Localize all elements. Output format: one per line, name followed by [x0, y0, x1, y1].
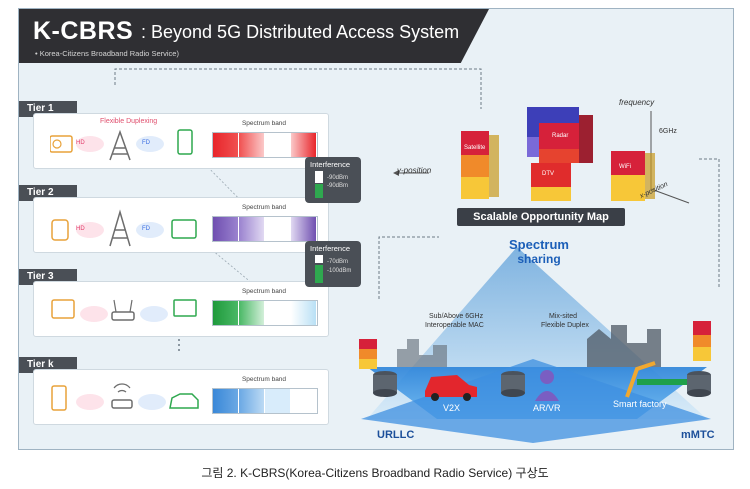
map-radar-label: Radar — [552, 133, 569, 139]
title-main: K-CBRS — [33, 17, 134, 45]
radar-block — [539, 123, 579, 149]
fd-label: FD — [142, 140, 150, 146]
spectrum-sharing-scene — [359, 247, 711, 443]
tier-3-spectrum-bar — [212, 300, 318, 326]
interference-value-2: -90dBm — [327, 183, 349, 189]
tier-2-band-1 — [213, 217, 239, 241]
mac-line1: Sub/Above 6GHz — [429, 313, 484, 320]
tier-3-box: Spectrum band — [33, 281, 329, 337]
tier-2-band-2 — [239, 217, 265, 241]
interference-value-1: -70dBm — [327, 259, 349, 265]
tier-k-band-3 — [265, 389, 291, 413]
interference-bar-top — [315, 255, 323, 263]
sharing-title-line1: Spectrum — [509, 237, 569, 252]
dtv-block — [531, 163, 571, 187]
mmtc-label: mMTC — [681, 429, 715, 441]
map-wifi-label: WiFi — [619, 164, 631, 170]
interference-value-2: -100dBm — [327, 268, 352, 274]
fd-label: FD — [142, 226, 150, 232]
mac-line2: Interoperable MAC — [425, 322, 484, 329]
figure-caption: 그림 2. K-CBRS(Korea-Citizens Broadband Ra… — [201, 466, 549, 480]
diagram-frame: K-CBRS : Beyond 5G Distributed Access Sy… — [18, 8, 734, 450]
tier-k-band-4 — [291, 389, 317, 413]
interference-box-1: Interference -90dBm -90dBm — [305, 157, 361, 203]
map-satellite-label: Satellite — [464, 145, 486, 151]
interference-bar-top — [315, 171, 323, 183]
tier-2-band-4 — [291, 217, 317, 241]
tier-1-band-2 — [239, 133, 265, 157]
v2x-car-icon — [425, 375, 477, 397]
smart-factory-label: Smart factory — [613, 399, 667, 409]
opportunity-map — [393, 107, 690, 204]
hd-label: HD — [76, 140, 85, 146]
tier-2-band-3 — [265, 217, 291, 241]
map-frequency-axis: frequency — [619, 98, 655, 107]
sharing-title-line2: sharing — [517, 252, 561, 266]
interference-bar-bottom — [315, 265, 323, 283]
tier-1-band-3 — [265, 133, 291, 157]
tier-1-box: Flexible Duplexing HD FD Spectrum band — [33, 113, 329, 169]
wifi-block — [611, 151, 645, 175]
flexible-duplexing-label: Flexible Duplexing — [100, 118, 158, 125]
title-rest: : Beyond 5G Distributed Access System — [141, 22, 460, 42]
tier-3-band-4 — [291, 301, 317, 325]
arvr-label: AR/VR — [533, 403, 561, 413]
map-y-axis: y-position — [397, 166, 432, 175]
map-dtv-label: DTV — [542, 171, 554, 177]
robot-arm-icon — [625, 361, 656, 398]
map-ghz-label: 6GHz — [659, 128, 677, 135]
interference-value-1: -90dBm — [327, 175, 349, 181]
title-banner: K-CBRS : Beyond 5G Distributed Access Sy… — [19, 9, 489, 63]
title-sub: • Korea-Citizens Broadband Radio Service… — [35, 49, 179, 58]
hd-label: HD — [76, 226, 85, 232]
opportunity-map-label: Scalable Opportunity Map — [457, 208, 625, 226]
tier-2-spectrum-label: Spectrum band — [241, 204, 287, 211]
tier-3-band-2 — [239, 301, 265, 325]
tier-k-spectrum-bar — [212, 388, 318, 414]
interference-title: Interference — [310, 244, 351, 253]
satellite-block — [461, 131, 489, 155]
duplex-line1: Mix-sited — [549, 313, 578, 320]
arvr-person-icon — [540, 370, 554, 384]
tablet-icon — [177, 129, 193, 155]
tier-2-box: HD FD Spectrum band — [33, 197, 329, 253]
tier-k-band-2 — [239, 389, 265, 413]
tier-k-box: Spectrum band — [33, 369, 329, 425]
tier-3-devices — [51, 299, 197, 322]
tier-2-spectrum-bar — [212, 216, 318, 242]
urllc-label: URLLC — [377, 429, 415, 441]
tier-k-band-1 — [213, 389, 239, 413]
duplex-line2: Flexible Duplex — [541, 322, 589, 329]
tier-3-band-3 — [265, 301, 291, 325]
tier-k-devices — [51, 383, 199, 411]
tier-1-devices — [50, 130, 164, 161]
tier-3-spectrum-label: Spectrum band — [241, 288, 287, 295]
tier-1-spectrum-bar — [212, 132, 318, 158]
v2x-label: V2X — [443, 403, 461, 413]
interference-box-2: Interference -70dBm -100dBm — [305, 241, 361, 287]
tier-1-band-4 — [291, 133, 317, 157]
tier-2-devices — [51, 209, 197, 247]
tier-1-band-1 — [213, 133, 239, 157]
interference-title: Interference — [310, 160, 351, 169]
tier-3-band-1 — [213, 301, 239, 325]
interference-bar-bottom — [315, 184, 323, 198]
tier-k-spectrum-label: Spectrum band — [241, 376, 287, 383]
tier-1-spectrum-label: Spectrum band — [241, 120, 287, 127]
